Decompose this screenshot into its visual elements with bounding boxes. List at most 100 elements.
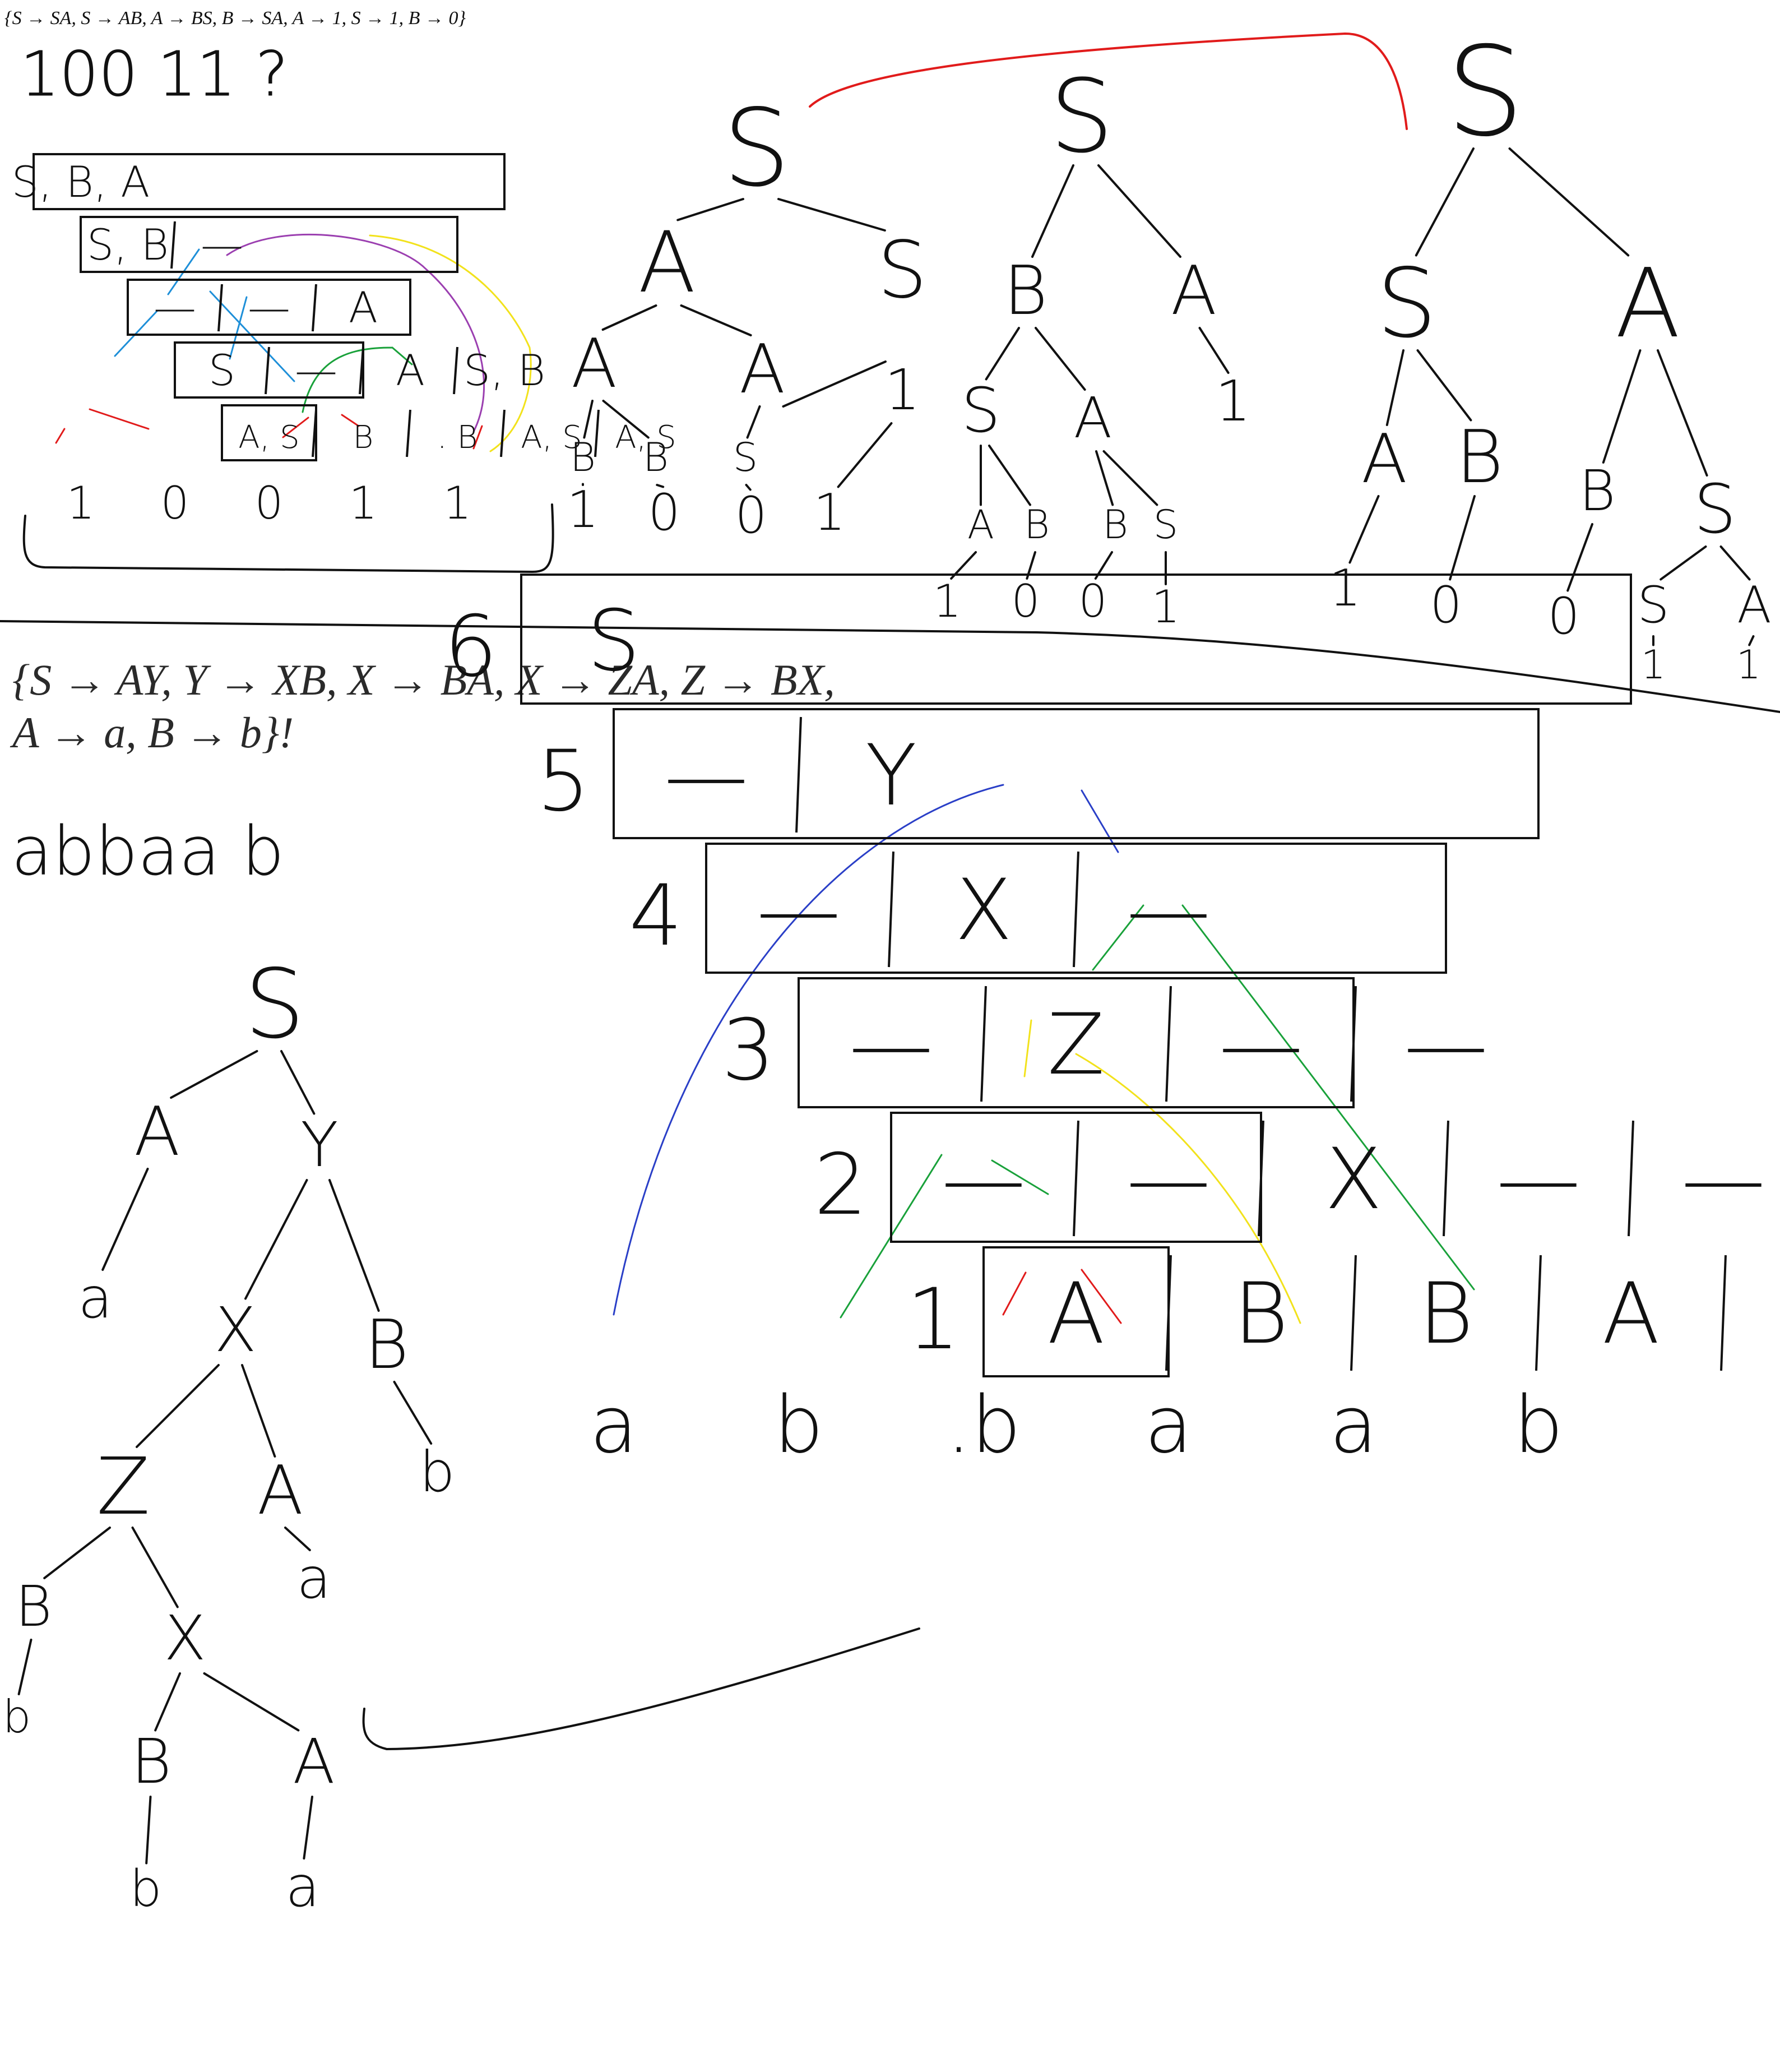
grammar-2-line-2: A → a, B → b}! — [12, 708, 294, 757]
tree-node: b — [129, 1860, 161, 1918]
cyk1-terminal: 0 — [255, 477, 284, 529]
cyk1-row-4 — [80, 216, 458, 273]
tree-node: S — [733, 434, 758, 480]
cyk1-divider — [406, 409, 411, 457]
tree-edge — [1097, 164, 1181, 258]
cyk1-cell: A, S — [238, 419, 299, 456]
cyk2-cell: B — [1234, 1265, 1288, 1363]
cyk1-cell: S — [208, 345, 235, 395]
tree-edge — [1095, 450, 1114, 506]
word-2: abbaa b — [11, 813, 284, 891]
tree-edge — [17, 1639, 33, 1695]
cyk2-level-label: 4 — [629, 867, 682, 965]
dark-blue-arc — [613, 784, 1004, 1316]
tree-node: A — [967, 502, 994, 548]
cyk1-row-3 — [127, 279, 411, 336]
tree-edge — [676, 198, 744, 221]
tree-edge — [1748, 635, 1755, 646]
tree-node: 0 — [1012, 575, 1040, 627]
tree-node: b — [3, 1691, 31, 1743]
tree-node: S — [1376, 248, 1437, 359]
cyk2-cell: — — [757, 862, 841, 959]
tree-edge — [284, 1527, 311, 1551]
tree-node: A — [571, 325, 617, 403]
cyk1-cell: A — [396, 345, 425, 395]
tree-node: Y — [300, 1109, 338, 1181]
tree-node: S — [878, 225, 928, 316]
bracket-under-table-1 — [22, 503, 554, 573]
tree-node: 1 — [933, 575, 962, 627]
cyk1-cell: A, S — [521, 419, 582, 456]
tree-edge — [1416, 349, 1472, 422]
cyk2-divider — [1258, 1120, 1264, 1237]
tree-edge — [101, 1168, 149, 1271]
cyk1-row-5 — [33, 153, 506, 210]
cyk1-terminal: 1 — [443, 477, 472, 529]
cyk1-terminal: 1 — [67, 477, 95, 529]
green-lines-table-2 — [840, 904, 1475, 1319]
cyk1-row-1 — [221, 404, 317, 461]
cyk2-divider — [1165, 1255, 1172, 1371]
tree-node: A — [257, 1452, 303, 1530]
tree-node: A — [739, 331, 785, 409]
tree-edge — [131, 1527, 179, 1608]
tree-node: S — [244, 949, 305, 1060]
tree-node: B — [643, 434, 669, 480]
yellow-arc — [369, 234, 532, 452]
tree-node: A — [1171, 252, 1217, 330]
cyk2-level-label: 6 — [444, 598, 497, 696]
tree-edge — [203, 1672, 300, 1732]
cyk1-cell: — — [248, 283, 290, 332]
yellow-lines-table-2 — [1023, 1019, 1301, 1324]
cyk2-level-label: 2 — [814, 1136, 867, 1234]
tree-edge — [1660, 545, 1707, 581]
tree-node: B — [1024, 502, 1050, 548]
tree-node: B — [1455, 414, 1503, 499]
cyk2-cell: Y — [865, 727, 917, 825]
tree-edge — [746, 405, 761, 439]
tree-node: 1 — [1736, 642, 1762, 688]
tree-edge — [393, 1381, 433, 1445]
tree-node: Z — [96, 1441, 150, 1533]
cyk2-level-label: 3 — [721, 1002, 775, 1099]
cyk1-divider — [500, 409, 506, 457]
tree-node: b — [419, 1439, 455, 1505]
cyk2-terminal: a — [1144, 1380, 1193, 1471]
tree-node: B — [131, 1726, 171, 1797]
tree-edge — [136, 1364, 220, 1448]
tree-edge — [680, 304, 752, 336]
tree-node: S — [961, 374, 1000, 446]
dark-blue-tick — [1081, 789, 1119, 853]
tree-edge — [950, 551, 977, 580]
cyk2-cell: — — [1681, 1131, 1765, 1228]
cyk1-divider — [265, 346, 270, 395]
tree-edge — [656, 484, 665, 488]
tree-edge — [1094, 551, 1113, 580]
cyk2-cell: — — [664, 727, 748, 825]
cyk2-terminal: .b — [946, 1380, 1021, 1471]
tree-node: A — [1615, 248, 1680, 359]
tree-edge — [985, 327, 1020, 381]
tree-node: 1 — [813, 483, 845, 542]
cyk2-terminal: b — [774, 1380, 824, 1471]
cyk2-divider — [1073, 851, 1079, 968]
tree-node: A — [293, 1726, 335, 1797]
green-lines-table-1 — [302, 346, 413, 413]
cyk2-level-label: 1 — [906, 1271, 959, 1368]
tree-node: 1 — [1641, 642, 1666, 688]
cyk1-divider — [217, 284, 223, 332]
tree-edge — [1719, 545, 1751, 581]
cyk1-divider — [312, 284, 317, 332]
cyk1-row-2 — [174, 341, 364, 399]
tree-node: A — [1737, 576, 1772, 635]
tree-node: S — [1637, 576, 1669, 635]
tree-node: 1 — [884, 357, 920, 423]
cyk1-cell: S, B — [87, 220, 169, 270]
cyk1-cell: B — [353, 419, 374, 456]
word-1: 100 11 ? — [20, 38, 288, 110]
cyk1-cell: — — [154, 283, 196, 332]
cyk2-terminal: a — [1329, 1380, 1378, 1471]
cyk1-cell: — — [201, 220, 243, 270]
